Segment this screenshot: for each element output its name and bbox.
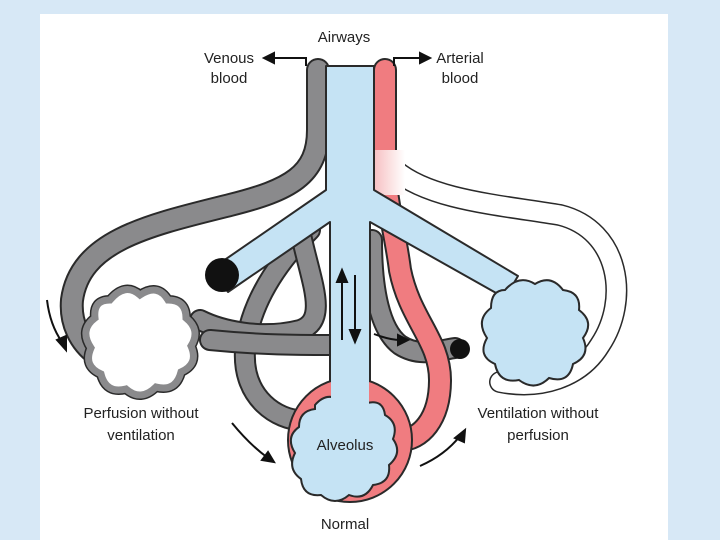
right-alveolus — [480, 279, 590, 387]
normal-label: Normal — [321, 516, 369, 533]
flow-arrow-icon — [419, 427, 467, 467]
shunt-blob-icon — [205, 258, 239, 292]
double-arrow-icon — [335, 267, 362, 345]
arrow-left-icon — [261, 51, 307, 66]
ventilation-without-perfusion-label-line2: perfusion — [507, 427, 569, 444]
airways-label: Airways — [318, 29, 371, 46]
arterial-label-line1: Arterial — [436, 50, 484, 67]
flow-arrow-icon — [46, 299, 67, 353]
arterial-label-line2: blood — [442, 70, 479, 87]
normal-alveolus — [287, 372, 413, 503]
venous-label-line1: Venous — [204, 50, 254, 67]
left-alveolus — [80, 284, 200, 400]
flow-arrow-icon — [373, 333, 411, 347]
perfusion-without-ventilation-label-line2: ventilation — [107, 427, 175, 444]
shunt-blob-icon — [450, 339, 470, 359]
ventilation-without-perfusion-label-line1: Ventilation without — [478, 405, 600, 422]
arrow-right-icon — [393, 51, 433, 66]
flow-arrow-icon — [231, 422, 276, 464]
venous-label-line2: blood — [211, 70, 248, 87]
perfusion-without-ventilation-label-line1: Perfusion without — [83, 405, 199, 422]
alveolus-label: Alveolus — [317, 437, 374, 454]
